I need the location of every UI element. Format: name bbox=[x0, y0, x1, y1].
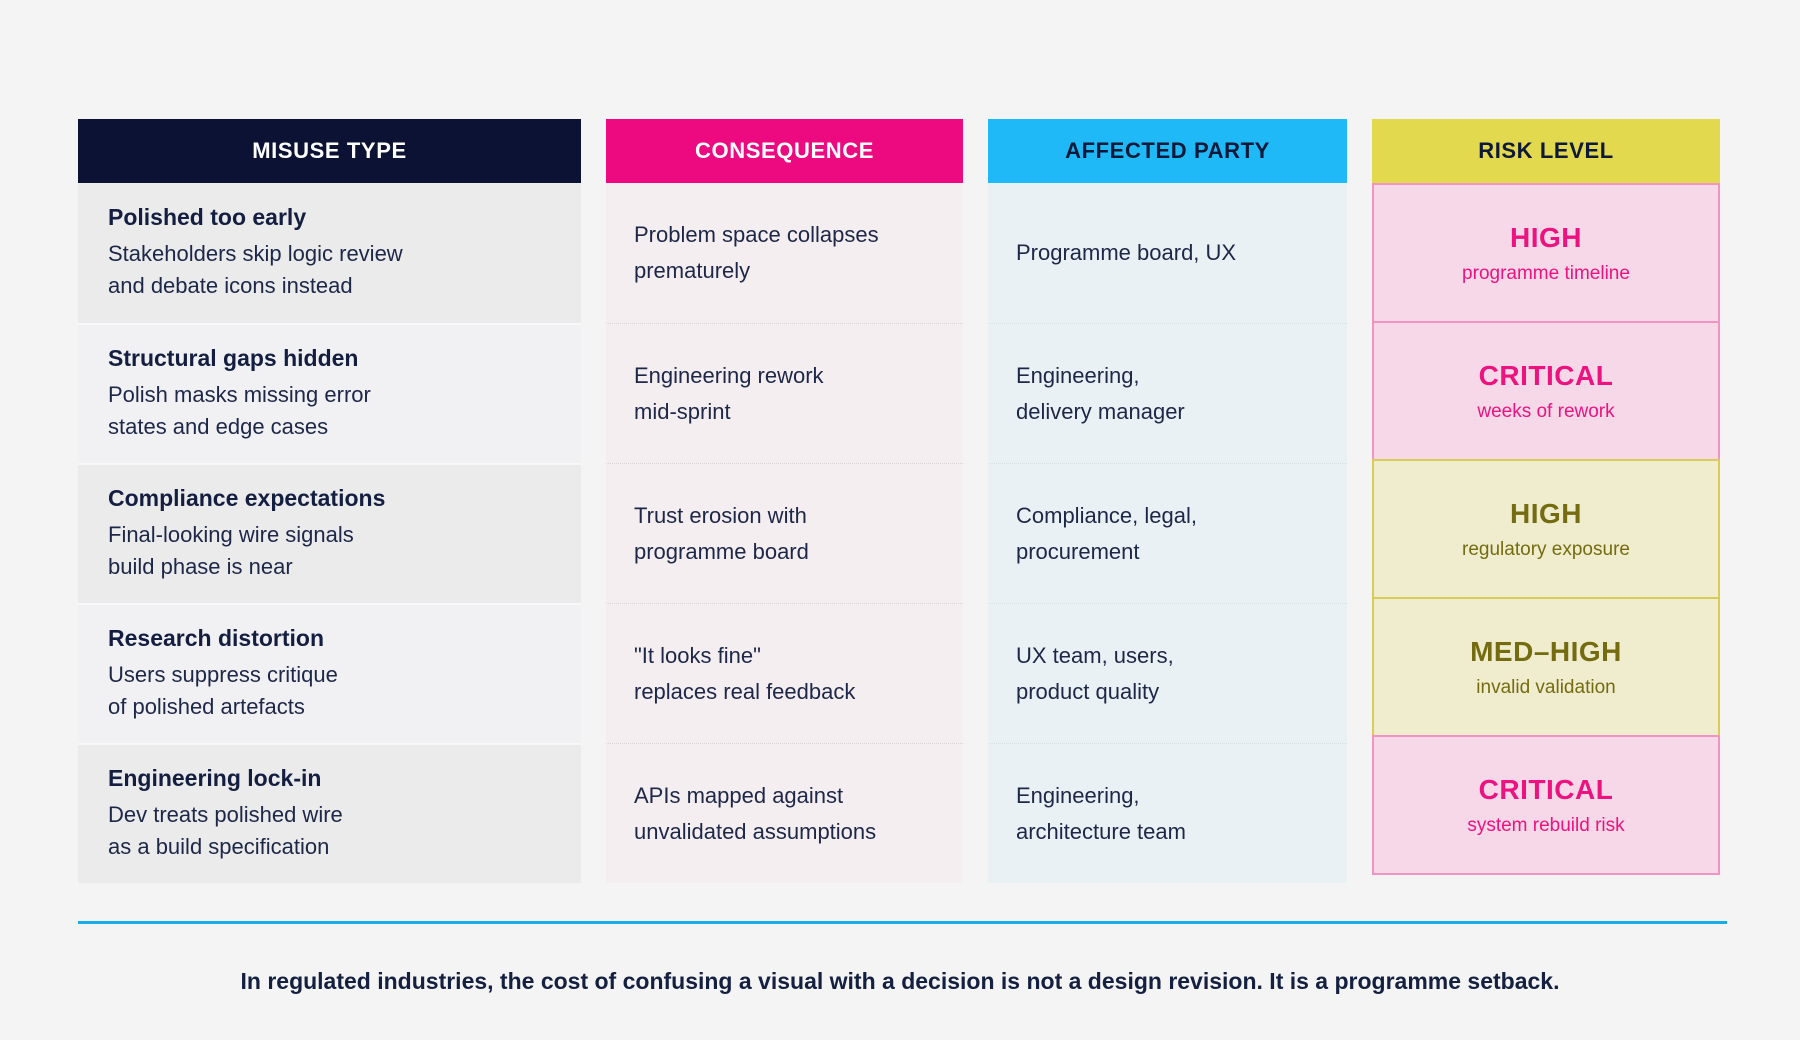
misuse-title: Compliance expectations bbox=[108, 485, 386, 511]
misuse-description: Final-looking wire signals build phase i… bbox=[108, 522, 354, 579]
table-row: Polished too early Stakeholders skip log… bbox=[78, 183, 581, 323]
risk-level-value: CRITICAL bbox=[1478, 359, 1614, 391]
misuse-description: Dev treats polished wire as a build spec… bbox=[108, 802, 343, 859]
table-row: Research distortion Users suppress criti… bbox=[78, 603, 581, 743]
affected-text: Programme board, UX bbox=[1016, 240, 1237, 265]
table-cell-affected: Engineering, architecture team bbox=[988, 743, 1347, 883]
risk-level-value: HIGH bbox=[1510, 221, 1582, 253]
table-cell-consequence: Problem space collapses prematurely bbox=[606, 183, 963, 323]
table-cell-affected: UX team, users, product quality bbox=[988, 603, 1347, 743]
column-risk-level: RISK LEVEL HIGH programme timeline CRITI… bbox=[1372, 119, 1720, 875]
column-header-label: AFFECTED PARTY bbox=[1065, 138, 1270, 163]
risk-badge-cell: CRITICAL weeks of rework bbox=[1372, 321, 1720, 461]
affected-text: Engineering, architecture team bbox=[1016, 782, 1186, 844]
risk-level-note: system rebuild risk bbox=[1467, 814, 1625, 836]
divider-rule bbox=[78, 921, 1727, 924]
risk-level-note: weeks of rework bbox=[1477, 400, 1615, 422]
consequence-text: "It looks fine" replaces real feedback bbox=[634, 642, 856, 704]
misuse-description: Stakeholders skip logic review and debat… bbox=[108, 241, 403, 298]
misuse-description: Polish masks missing error states and ed… bbox=[108, 382, 371, 439]
table-cell-consequence: "It looks fine" replaces real feedback bbox=[606, 603, 963, 743]
column-header-label: CONSEQUENCE bbox=[695, 138, 874, 163]
risk-level-value: CRITICAL bbox=[1478, 773, 1614, 805]
column-affected-party: AFFECTED PARTY Programme board, UX Engin… bbox=[988, 119, 1347, 883]
affected-text: Engineering, delivery manager bbox=[1016, 362, 1185, 424]
consequence-text: Engineering rework mid-sprint bbox=[634, 362, 824, 424]
misuse-description: Users suppress critique of polished arte… bbox=[108, 662, 338, 719]
risk-badge-cell: MED–HIGH invalid validation bbox=[1372, 597, 1720, 737]
table-cell-affected: Engineering, delivery manager bbox=[988, 323, 1347, 463]
misuse-title: Structural gaps hidden bbox=[108, 345, 359, 371]
risk-level-value: MED–HIGH bbox=[1470, 635, 1622, 667]
column-header-consequence: CONSEQUENCE bbox=[606, 119, 963, 183]
table-row: Compliance expectations Final-looking wi… bbox=[78, 463, 581, 603]
column-misuse-type: MISUSE TYPE Polished too early Stakehold… bbox=[78, 119, 581, 883]
table-cell-affected: Programme board, UX bbox=[988, 183, 1347, 323]
table-row: Engineering lock-in Dev treats polished … bbox=[78, 743, 581, 883]
risk-badge-cell: HIGH regulatory exposure bbox=[1372, 459, 1720, 599]
risk-level-note: regulatory exposure bbox=[1462, 538, 1630, 560]
consequence-text: Trust erosion with programme board bbox=[634, 502, 809, 564]
risk-level-note: invalid validation bbox=[1476, 676, 1616, 698]
risk-badge-cell: HIGH programme timeline bbox=[1372, 183, 1720, 323]
risk-badge-cell: CRITICAL system rebuild risk bbox=[1372, 735, 1720, 875]
table-cell-consequence: Trust erosion with programme board bbox=[606, 463, 963, 603]
column-header-risk-level: RISK LEVEL bbox=[1372, 119, 1720, 183]
column-header-label: RISK LEVEL bbox=[1478, 138, 1614, 163]
column-header-misuse-type: MISUSE TYPE bbox=[78, 119, 581, 183]
table-row: Structural gaps hidden Polish masks miss… bbox=[78, 323, 581, 463]
affected-text: Compliance, legal, procurement bbox=[1016, 502, 1197, 564]
column-header-label: MISUSE TYPE bbox=[252, 138, 407, 163]
table-cell-consequence: Engineering rework mid-sprint bbox=[606, 323, 963, 463]
consequence-text: APIs mapped against unvalidated assumpti… bbox=[634, 782, 877, 844]
misuse-title: Polished too early bbox=[108, 204, 307, 230]
misuse-title: Research distortion bbox=[108, 625, 324, 651]
table-cell-consequence: APIs mapped against unvalidated assumpti… bbox=[606, 743, 963, 883]
footer-note: In regulated industries, the cost of con… bbox=[240, 968, 1560, 994]
table-cell-affected: Compliance, legal, procurement bbox=[988, 463, 1347, 603]
affected-text: UX team, users, product quality bbox=[1016, 642, 1174, 704]
risk-level-value: HIGH bbox=[1510, 497, 1582, 529]
column-header-affected-party: AFFECTED PARTY bbox=[988, 119, 1347, 183]
consequence-text: Problem space collapses prematurely bbox=[634, 222, 879, 283]
column-consequence: CONSEQUENCE Problem space collapses prem… bbox=[606, 119, 963, 883]
misuse-title: Engineering lock-in bbox=[108, 765, 322, 791]
risk-level-note: programme timeline bbox=[1462, 262, 1630, 284]
